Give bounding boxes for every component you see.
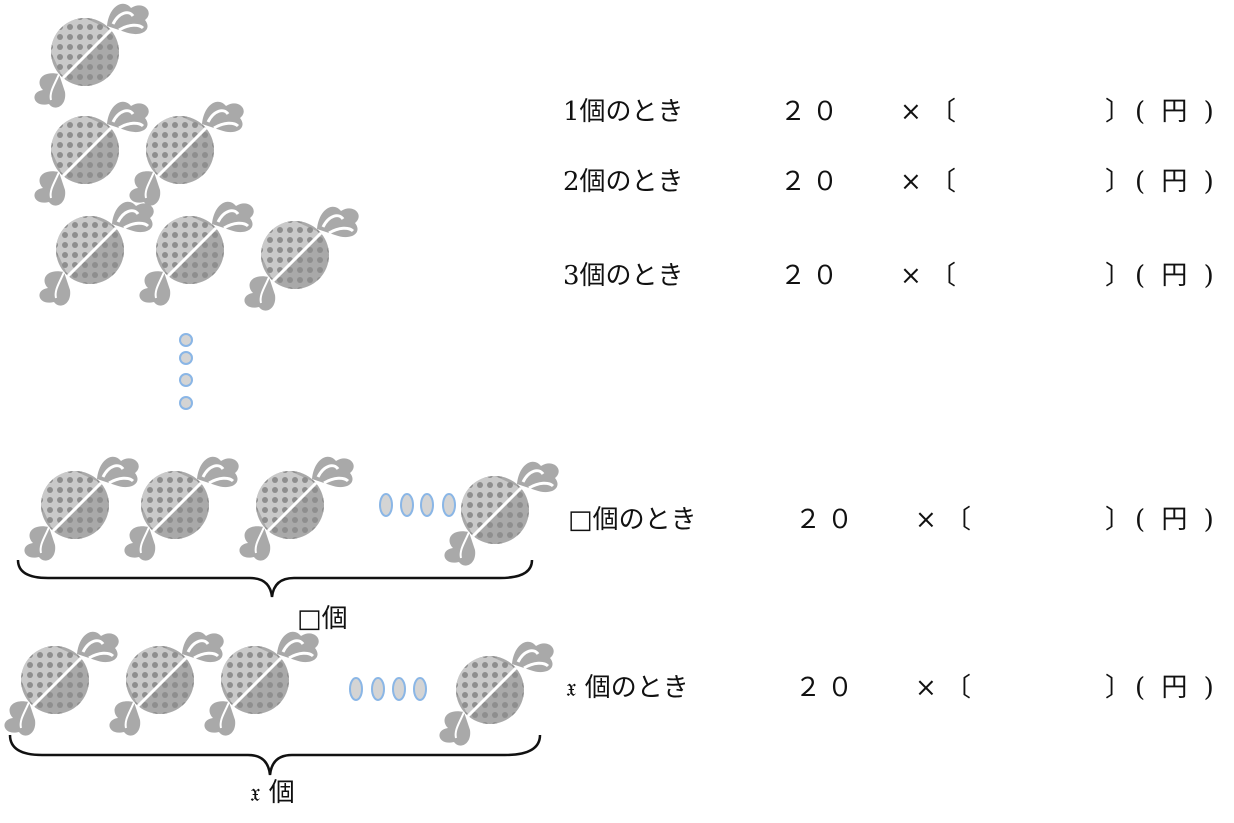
brace [16, 559, 534, 598]
price-value: ２０ [795, 673, 860, 703]
vertical-ellipsis-icon [179, 333, 193, 410]
bracket-close: 〕 [1105, 673, 1132, 703]
times-sign: × [900, 261, 922, 291]
times-sign: × [900, 97, 922, 127]
horizontal-ellipsis-icon [379, 493, 456, 517]
unit-label: ( 円 ) [1135, 261, 1218, 291]
row-label: □個のとき [568, 505, 697, 535]
price-value: ２０ [795, 505, 860, 535]
bracket-open: 〔 [930, 167, 957, 197]
formula-row-3: 3個のとき ２０ × 〔 〕 ( 円 ) [0, 246, 1234, 306]
price-value: ２０ [780, 97, 845, 127]
brace-label-square: □個 [297, 604, 348, 634]
unit-label: ( 円 ) [1135, 97, 1218, 127]
formula-row-1: 1個のとき ２０ × 〔 〕 ( 円 ) [0, 82, 1234, 142]
brace [8, 734, 542, 776]
bracket-close: 〕 [1105, 505, 1132, 535]
price-value: ２０ [780, 261, 845, 291]
formula-row-2: 2個のとき ２０ × 〔 〕 ( 円 ) [0, 152, 1234, 212]
row-label: 2個のとき [563, 167, 684, 197]
row-label: 𝔵 個のとき [566, 673, 689, 703]
formula-row-square: □個のとき ２０ × 〔 〕 ( 円 ) [0, 490, 1234, 550]
bracket-open: 〔 [945, 505, 972, 535]
price-value: ２０ [780, 167, 845, 197]
unit-label: ( 円 ) [1135, 673, 1218, 703]
times-sign: × [915, 673, 937, 703]
times-sign: × [915, 505, 937, 535]
formula-row-x: 𝔵 個のとき ２０ × 〔 〕 ( 円 ) [0, 658, 1234, 718]
bracket-open: 〔 [930, 261, 957, 291]
unit-label: ( 円 ) [1135, 505, 1218, 535]
bracket-open: 〔 [945, 673, 972, 703]
bracket-close: 〕 [1105, 97, 1132, 127]
horizontal-ellipsis-icon [349, 677, 427, 701]
row-label: 1個のとき [563, 97, 684, 127]
unit-label: ( 円 ) [1135, 167, 1218, 197]
bracket-close: 〕 [1105, 261, 1132, 291]
bracket-open: 〔 [930, 97, 957, 127]
brace-label-x: 𝔵 個 [250, 778, 295, 808]
row-label: 3個のとき [563, 261, 684, 291]
times-sign: × [900, 167, 922, 197]
bracket-close: 〕 [1105, 167, 1132, 197]
